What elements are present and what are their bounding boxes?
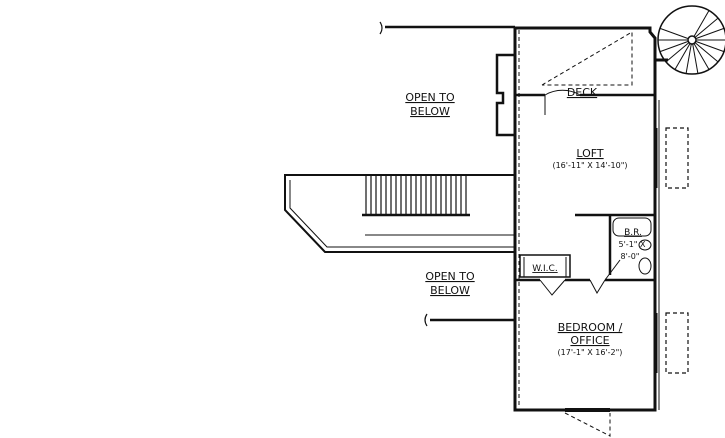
spiral-stair bbox=[657, 5, 725, 75]
deck-label: DECK bbox=[567, 86, 598, 99]
open-to-below-2-line1: OPEN TO bbox=[425, 270, 475, 283]
spiral-step bbox=[695, 40, 725, 53]
spiral-step bbox=[693, 43, 710, 70]
bath-walls bbox=[575, 213, 655, 275]
railing-lower bbox=[424, 313, 515, 327]
bedroom-exterior-door bbox=[564, 408, 611, 437]
spiral-step bbox=[685, 43, 692, 74]
bath-label: B.R. bbox=[624, 228, 642, 238]
stair-treads bbox=[365, 176, 467, 215]
bedroom-label-line1: BEDROOM / bbox=[558, 321, 623, 334]
deck-wall bbox=[515, 31, 655, 115]
open-to-below-2-line2: BELOW bbox=[430, 284, 470, 297]
spiral-step bbox=[674, 43, 691, 70]
bath-dim2: 8'-0" bbox=[621, 252, 640, 261]
bedroom-label-line2: OFFICE bbox=[570, 334, 609, 347]
railing-top bbox=[379, 21, 515, 35]
loft-label: LOFT bbox=[576, 147, 604, 160]
open-to-below-1-line2: BELOW bbox=[410, 105, 450, 118]
spiral-step bbox=[659, 27, 689, 40]
wic-label: W.I.C. bbox=[532, 264, 557, 274]
spiral-step bbox=[692, 43, 699, 74]
spiral-step bbox=[695, 27, 725, 40]
loft-niche bbox=[495, 53, 515, 137]
spiral-step bbox=[694, 17, 719, 38]
bath-dim1: 5'-1" X bbox=[619, 240, 646, 249]
window-loft bbox=[665, 127, 689, 189]
spiral-step bbox=[693, 10, 710, 37]
spiral-step bbox=[659, 40, 689, 53]
bedroom-dims: (17'-1" X 16'-2") bbox=[558, 348, 623, 357]
bedroom-walls bbox=[515, 254, 655, 296]
stair-landing bbox=[284, 174, 515, 253]
spiral-step bbox=[694, 42, 719, 63]
loft-dims: (16'-11" X 14'-10") bbox=[552, 161, 627, 170]
window-bedroom bbox=[665, 312, 689, 374]
open-to-below-1-line1: OPEN TO bbox=[405, 91, 455, 104]
spiral-step bbox=[665, 42, 690, 63]
exterior-walls bbox=[513, 26, 668, 412]
